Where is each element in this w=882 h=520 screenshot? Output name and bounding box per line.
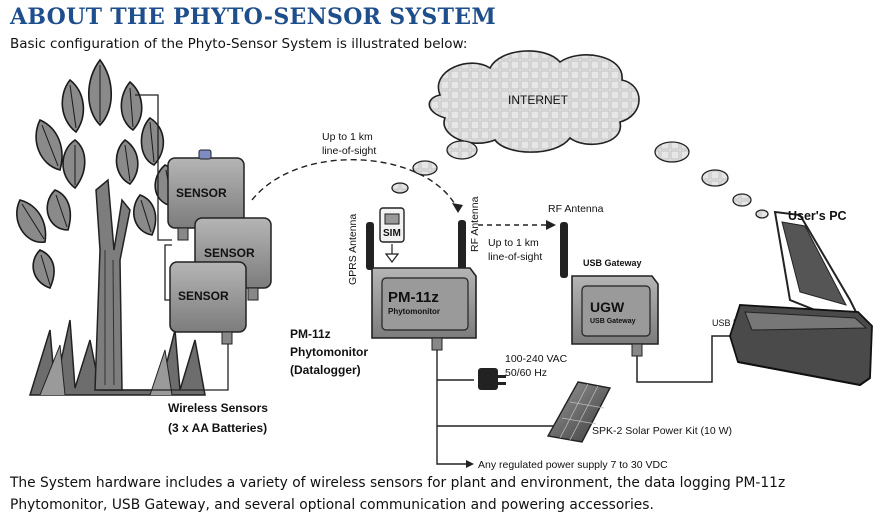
power-wires (436, 350, 560, 465)
ac-label-2: 50/60 Hz (505, 367, 547, 379)
usb-plug-label: USB Plug (712, 318, 751, 328)
solar-label: SPK-2 Solar Power Kit (10 W) (592, 425, 732, 437)
batteries-label: (3 x AA Batteries) (168, 421, 267, 435)
sensor-unit-3: SENSOR (169, 261, 247, 345)
range-mid-line1: Up to 1 km (488, 237, 539, 249)
tree-illustration (16, 58, 206, 396)
rf-antenna-right-label: RF Antenna (548, 203, 604, 215)
usb-gateway-device: RF Antenna USB Gateway UGW USB Gateway (548, 203, 659, 357)
range-top-line1: Up to 1 km (322, 131, 373, 143)
pm-label-3: (Datalogger) (290, 363, 361, 377)
internet-label: INTERNET (508, 93, 569, 107)
any-power-label: Any regulated power supply 7 to 30 VDC (478, 459, 668, 470)
footer-description: The System hardware includes a variety o… (10, 475, 786, 513)
laptop-icon (729, 210, 873, 387)
wireless-sensors-label: Wireless Sensors (168, 401, 268, 415)
sim-label: SIM (383, 228, 401, 239)
usb-cable (636, 335, 730, 383)
users-pc-label: User's PC (788, 209, 847, 223)
internet-cloud: INTERNET (428, 50, 640, 153)
range-mid-line2: line-of-sight (488, 251, 542, 263)
system-diagram: SENSOR SENSOR SENSOR Wireless Sensors (3… (16, 50, 873, 470)
rf-antenna-left-label: RF Antenna (469, 196, 481, 252)
gprs-antenna-label: GPRS Antenna (347, 214, 359, 285)
ugw-title: UGW (590, 299, 625, 315)
sensor-2-label: SENSOR (204, 246, 255, 260)
phytomonitor-device: SIM GPRS Antenna RF Antenna PM-11z Phyto… (347, 196, 481, 351)
sensor-3-label: SENSOR (178, 289, 229, 303)
pm-label-2: Phytomonitor (290, 345, 368, 359)
sensor-1-label: SENSOR (176, 186, 227, 200)
cloud-bubbles (391, 140, 769, 219)
usb-gateway-top-label: USB Gateway (583, 258, 642, 268)
ac-label-1: 100-240 VAC (505, 353, 568, 365)
pm-label-1: PM-11z (290, 327, 331, 341)
rf-link-sensor (251, 159, 459, 211)
gateway-antenna-icon (560, 222, 568, 278)
gprs-antenna-icon (366, 222, 374, 270)
solar-panel-icon (546, 381, 612, 443)
ugw-sub: USB Gateway (590, 318, 636, 325)
range-top-line2: line-of-sight (322, 145, 376, 157)
page-title: ABOUT THE PHYTO-SENSOR SYSTEM (10, 4, 496, 30)
sensor-unit-1: SENSOR (167, 149, 245, 241)
ac-adapter-icon (478, 368, 506, 390)
rf-antenna-icon (458, 220, 466, 270)
pm-device-sub: Phytomonitor (388, 307, 440, 316)
pm-device-title: PM-11z (388, 289, 439, 306)
page-subtitle: Basic configuration of the Phyto-Sensor … (10, 36, 468, 52)
